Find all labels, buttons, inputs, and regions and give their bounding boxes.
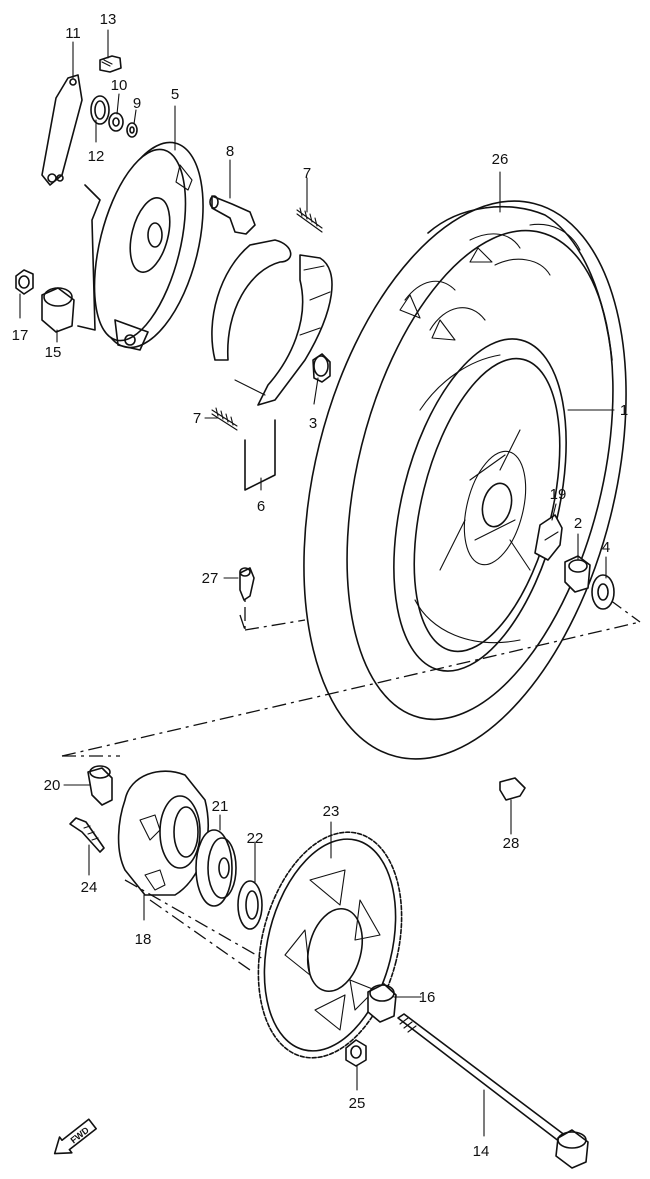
spacer-20 [87,765,113,806]
bracket-15 [77,184,101,331]
callout-27: 27 [202,570,219,587]
callout-11: 11 [65,25,81,42]
callout-16: 16 [419,989,436,1006]
callout-labels: 1 2 3 4 5 6 7 7 8 9 10 11 12 13 14 15 16… [12,11,629,1160]
callout-22: 22 [247,830,264,847]
valve-27 [239,567,255,601]
assembly-boundary [61,580,641,757]
leader-lines [19,29,615,1137]
callout-17: 17 [12,327,29,344]
bolt-24 [69,817,105,853]
bearing-4 [591,574,615,610]
callout-25: 25 [349,1095,366,1112]
callout-28: 28 [503,835,520,852]
callout-19: 19 [550,486,567,503]
spring-7-upper [296,207,323,233]
callout-6: 6 [257,498,265,515]
collar-15 [41,287,75,333]
brake-panel [93,141,204,351]
ring-9 [126,122,138,138]
sprocket-carrier-18 [117,770,209,896]
callout-12: 12 [88,148,105,165]
callout-4: 4 [602,539,610,556]
tire [303,200,627,760]
seal-22 [237,880,263,930]
rear-sprocket-23 [257,831,403,1059]
bracket-6 [244,419,276,491]
spacer-16 [367,983,397,1023]
spacer-2 [564,555,591,593]
washer-10 [108,112,124,132]
bolt-13 [99,55,122,73]
callout-18: 18 [135,931,152,948]
alignment-lines [124,614,266,971]
callout-20: 20 [44,777,61,794]
callout-7-lower: 7 [193,410,201,427]
wheel-rim [393,338,567,672]
callout-23: 23 [323,803,340,820]
forward-direction-arrow-icon: FWD [53,1118,97,1155]
bushing-3 [312,353,331,383]
axle-14 [397,1013,589,1169]
bearing-21 [195,829,237,907]
dust-cover-19 [534,514,563,561]
callout-8: 8 [226,143,234,160]
brake-shoes [211,239,333,406]
callout-15: 15 [45,344,62,361]
callout-3: 3 [309,415,317,432]
brake-arm [41,74,83,186]
callout-26: 26 [492,151,509,168]
callout-7-upper: 7 [303,165,311,182]
callout-1: 1 [620,402,628,419]
callout-10: 10 [111,77,128,94]
seal-12 [90,95,110,125]
callout-2: 2 [574,515,582,532]
callout-13: 13 [100,11,117,28]
callout-9: 9 [133,95,141,112]
nut-17 [15,269,34,295]
balance-weight-28 [499,777,526,801]
spring-7-lower [211,407,238,431]
brake-cam-8 [209,195,256,235]
callout-14: 14 [473,1143,490,1160]
callout-24: 24 [81,879,98,896]
nut-25 [345,1039,367,1067]
callout-21: 21 [212,798,229,815]
callout-5: 5 [171,86,179,103]
